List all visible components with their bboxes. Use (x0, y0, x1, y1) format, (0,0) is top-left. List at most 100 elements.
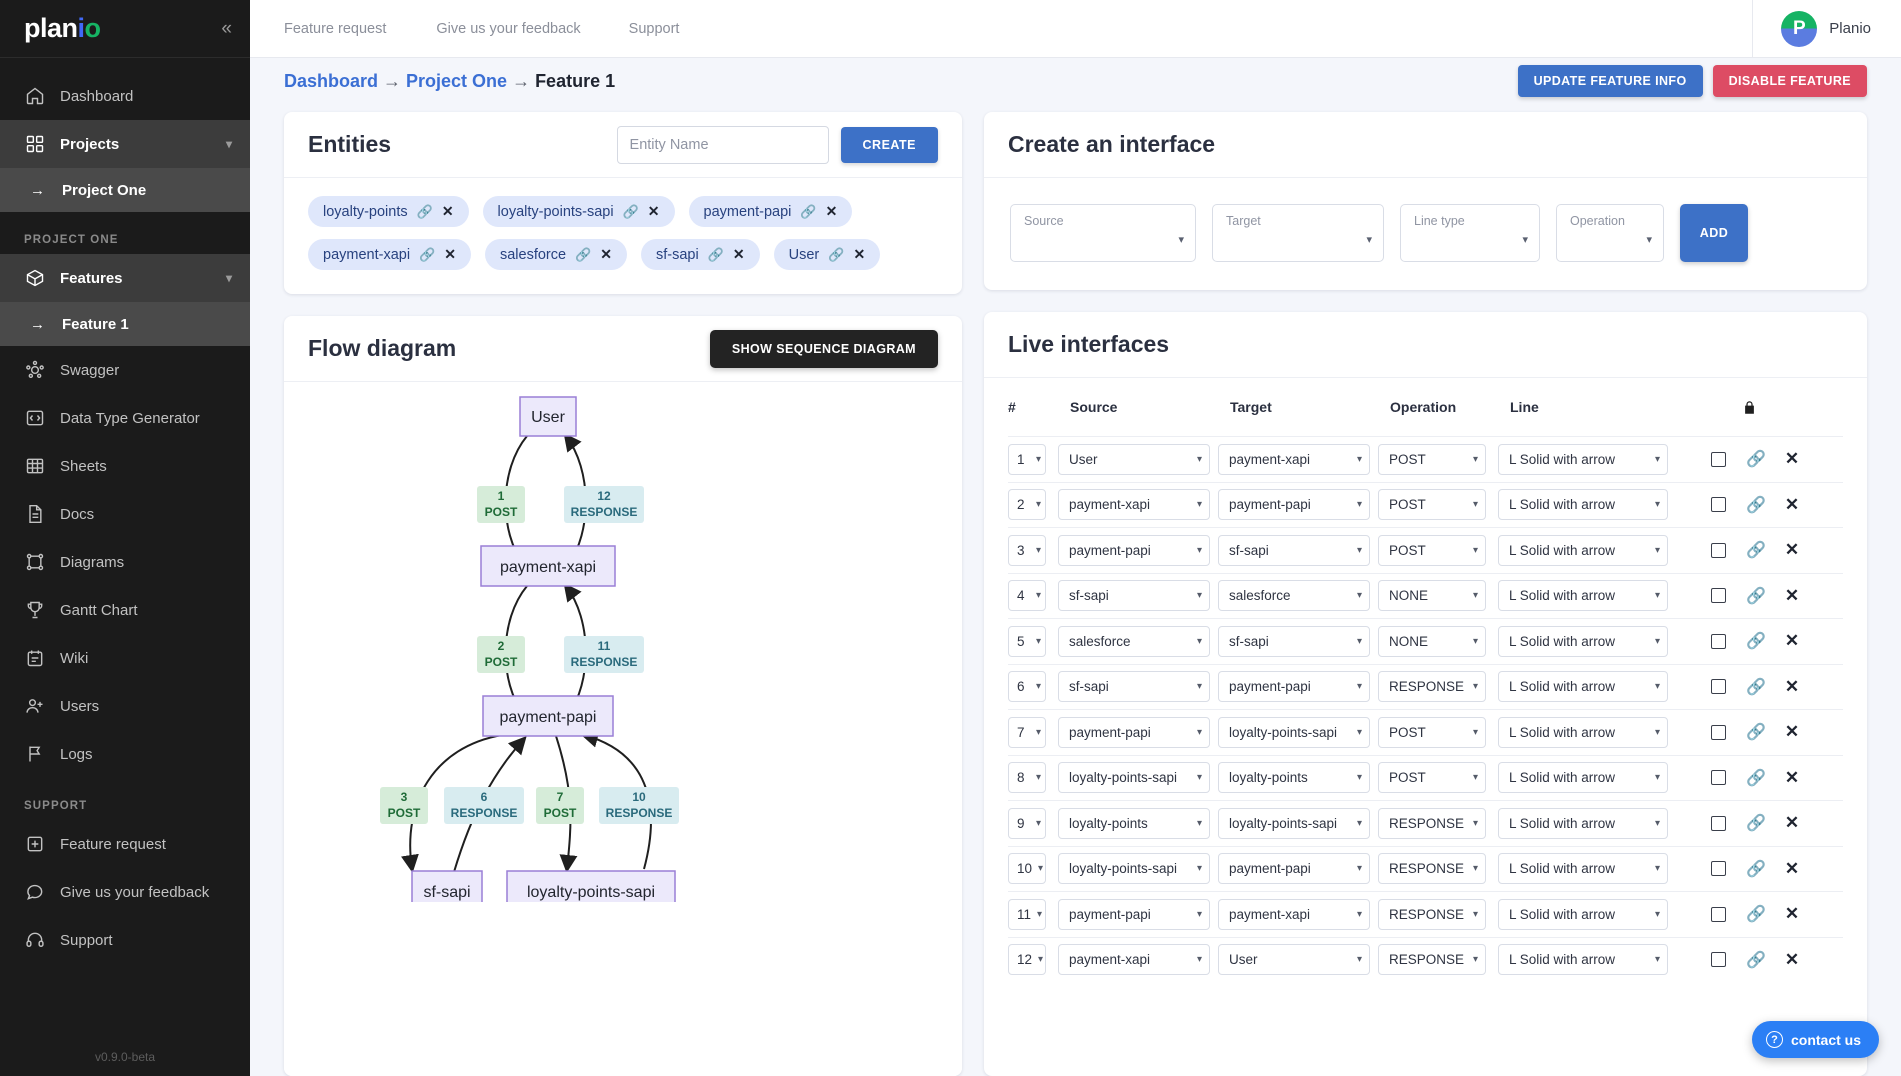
row-link-icon[interactable]: 🔗 (1746, 678, 1766, 696)
row-lock-checkbox[interactable] (1710, 952, 1726, 968)
row-delete-icon[interactable]: ✕ (1784, 631, 1800, 651)
row-source-select[interactable]: loyalty-points▾ (1058, 807, 1210, 839)
row-source-select[interactable]: payment-xapi▾ (1058, 944, 1210, 976)
row-delete-icon[interactable]: ✕ (1784, 540, 1800, 560)
row-source-select[interactable]: loyalty-points-sapi▾ (1058, 762, 1210, 794)
row-operation-select[interactable]: POST▾ (1378, 534, 1486, 566)
row-target-select[interactable]: loyalty-points-sapi▾ (1218, 716, 1370, 748)
sidebar-item-wiki[interactable]: Wiki (0, 634, 250, 682)
row-source-select[interactable]: sf-sapi▾ (1058, 671, 1210, 703)
add-interface-button[interactable]: ADD (1680, 204, 1748, 262)
row-operation-select[interactable]: RESPONSE▾ (1378, 853, 1486, 885)
close-icon[interactable]: ✕ (444, 246, 456, 262)
link-icon[interactable]: 🔗 (575, 246, 592, 262)
row-lock-checkbox[interactable] (1710, 770, 1726, 786)
disable-feature-button[interactable]: DISABLE FEATURE (1712, 65, 1867, 97)
entity-chip[interactable]: payment-xapi🔗✕ (308, 239, 471, 270)
update-feature-info-button[interactable]: UPDATE FEATURE INFO (1517, 65, 1703, 97)
link-icon[interactable]: 🔗 (828, 246, 845, 262)
row-line-select[interactable]: L Solid with arrow▾ (1498, 671, 1668, 703)
breadcrumb-dashboard[interactable]: Dashboard (284, 70, 379, 91)
entity-name-input[interactable] (616, 125, 829, 164)
sidebar-item-users[interactable]: Users (0, 682, 250, 730)
row-lock-checkbox[interactable] (1710, 861, 1726, 877)
sidebar-item-feedback[interactable]: Give us your feedback (0, 868, 250, 916)
row-delete-icon[interactable]: ✕ (1784, 494, 1800, 514)
row-lock-checkbox[interactable] (1710, 451, 1726, 467)
row-line-select[interactable]: L Solid with arrow▾ (1498, 807, 1668, 839)
sidebar-item-data-type-generator[interactable]: Data Type Generator (0, 394, 250, 442)
row-line-select[interactable]: L Solid with arrow▾ (1498, 762, 1668, 794)
operation-select[interactable]: Operation ▾ (1556, 204, 1664, 262)
row-operation-select[interactable]: RESPONSE▾ (1378, 944, 1486, 976)
chevron-down-icon[interactable]: ▾ (225, 271, 232, 285)
flow-diagram-canvas[interactable]: 1 POST 12 RESPONSE 2 (284, 382, 962, 1076)
row-link-icon[interactable]: 🔗 (1746, 451, 1766, 469)
entity-chip[interactable]: sf-sapi🔗✕ (640, 239, 760, 270)
topnav-feature-request[interactable]: Feature request (284, 20, 387, 37)
row-delete-icon[interactable]: ✕ (1784, 449, 1800, 469)
close-icon[interactable]: ✕ (600, 246, 612, 262)
row-number-select[interactable]: 8▾ (1008, 762, 1046, 794)
chevron-down-icon[interactable]: ▾ (225, 137, 232, 151)
row-operation-select[interactable]: RESPONSE▾ (1378, 807, 1486, 839)
row-delete-icon[interactable]: ✕ (1784, 904, 1800, 924)
sidebar-item-projects[interactable]: Projects ▾ (0, 120, 250, 168)
row-lock-checkbox[interactable] (1710, 724, 1726, 740)
close-icon[interactable]: ✕ (853, 246, 866, 262)
row-operation-select[interactable]: RESPONSE▾ (1378, 898, 1486, 930)
row-link-icon[interactable]: 🔗 (1746, 815, 1766, 833)
row-target-select[interactable]: loyalty-points▾ (1218, 762, 1370, 794)
entity-chip[interactable]: loyalty-points🔗✕ (308, 196, 469, 227)
row-number-select[interactable]: 4▾ (1008, 580, 1046, 612)
row-target-select[interactable]: payment-xapi▾ (1218, 898, 1370, 930)
row-number-select[interactable]: 12▾ (1008, 944, 1046, 976)
row-lock-checkbox[interactable] (1710, 497, 1726, 513)
row-line-select[interactable]: L Solid with arrow▾ (1498, 716, 1668, 748)
sidebar-item-dashboard[interactable]: Dashboard (0, 72, 250, 120)
row-lock-checkbox[interactable] (1710, 906, 1726, 922)
row-number-select[interactable]: 11▾ (1008, 898, 1046, 930)
sidebar-item-logs[interactable]: Logs (0, 730, 250, 778)
row-number-select[interactable]: 6▾ (1008, 671, 1046, 703)
row-delete-icon[interactable]: ✕ (1784, 585, 1800, 605)
link-icon[interactable]: 🔗 (707, 246, 724, 262)
row-link-icon[interactable]: 🔗 (1746, 633, 1766, 651)
row-delete-icon[interactable]: ✕ (1784, 767, 1800, 787)
entity-chip[interactable]: User🔗✕ (773, 239, 881, 270)
row-source-select[interactable]: User▾ (1058, 443, 1210, 475)
row-operation-select[interactable]: POST▾ (1378, 762, 1486, 794)
row-target-select[interactable]: sf-sapi▾ (1218, 534, 1370, 566)
user-menu[interactable]: P Planio (1752, 0, 1901, 58)
row-number-select[interactable]: 2▾ (1008, 489, 1046, 521)
row-link-icon[interactable]: 🔗 (1746, 542, 1766, 560)
link-icon[interactable]: 🔗 (800, 203, 817, 219)
line-type-select[interactable]: Line type ▾ (1400, 204, 1540, 262)
create-entity-button[interactable]: CREATE (840, 126, 938, 163)
entity-chip[interactable]: payment-papi🔗✕ (688, 196, 853, 227)
row-number-select[interactable]: 5▾ (1008, 625, 1046, 657)
row-link-icon[interactable]: 🔗 (1746, 496, 1766, 514)
row-lock-checkbox[interactable] (1710, 815, 1726, 831)
row-delete-icon[interactable]: ✕ (1784, 722, 1800, 742)
row-operation-select[interactable]: NONE▾ (1378, 625, 1486, 657)
entity-chip[interactable]: salesforce🔗✕ (484, 239, 627, 270)
close-icon[interactable]: ✕ (441, 203, 454, 219)
row-line-select[interactable]: L Solid with arrow▾ (1498, 944, 1668, 976)
link-icon[interactable]: 🔗 (419, 246, 436, 262)
close-icon[interactable]: ✕ (825, 203, 838, 219)
row-line-select[interactable]: L Solid with arrow▾ (1498, 443, 1668, 475)
topnav-support[interactable]: Support (628, 20, 680, 37)
row-delete-icon[interactable]: ✕ (1784, 813, 1800, 833)
row-source-select[interactable]: payment-papi▾ (1058, 716, 1210, 748)
row-lock-checkbox[interactable] (1710, 633, 1726, 649)
row-lock-checkbox[interactable] (1710, 588, 1726, 604)
show-sequence-diagram-button[interactable]: SHOW SEQUENCE DIAGRAM (709, 329, 938, 368)
row-target-select[interactable]: payment-papi▾ (1218, 671, 1370, 703)
contact-us-widget[interactable]: ? contact us (1751, 1021, 1879, 1058)
row-source-select[interactable]: payment-xapi▾ (1058, 489, 1210, 521)
sidebar-item-features[interactable]: Features ▾ (0, 254, 250, 302)
sidebar-item-feature-1[interactable]: → Feature 1 (0, 302, 250, 346)
row-link-icon[interactable]: 🔗 (1746, 906, 1766, 924)
row-target-select[interactable]: payment-xapi▾ (1218, 443, 1370, 475)
